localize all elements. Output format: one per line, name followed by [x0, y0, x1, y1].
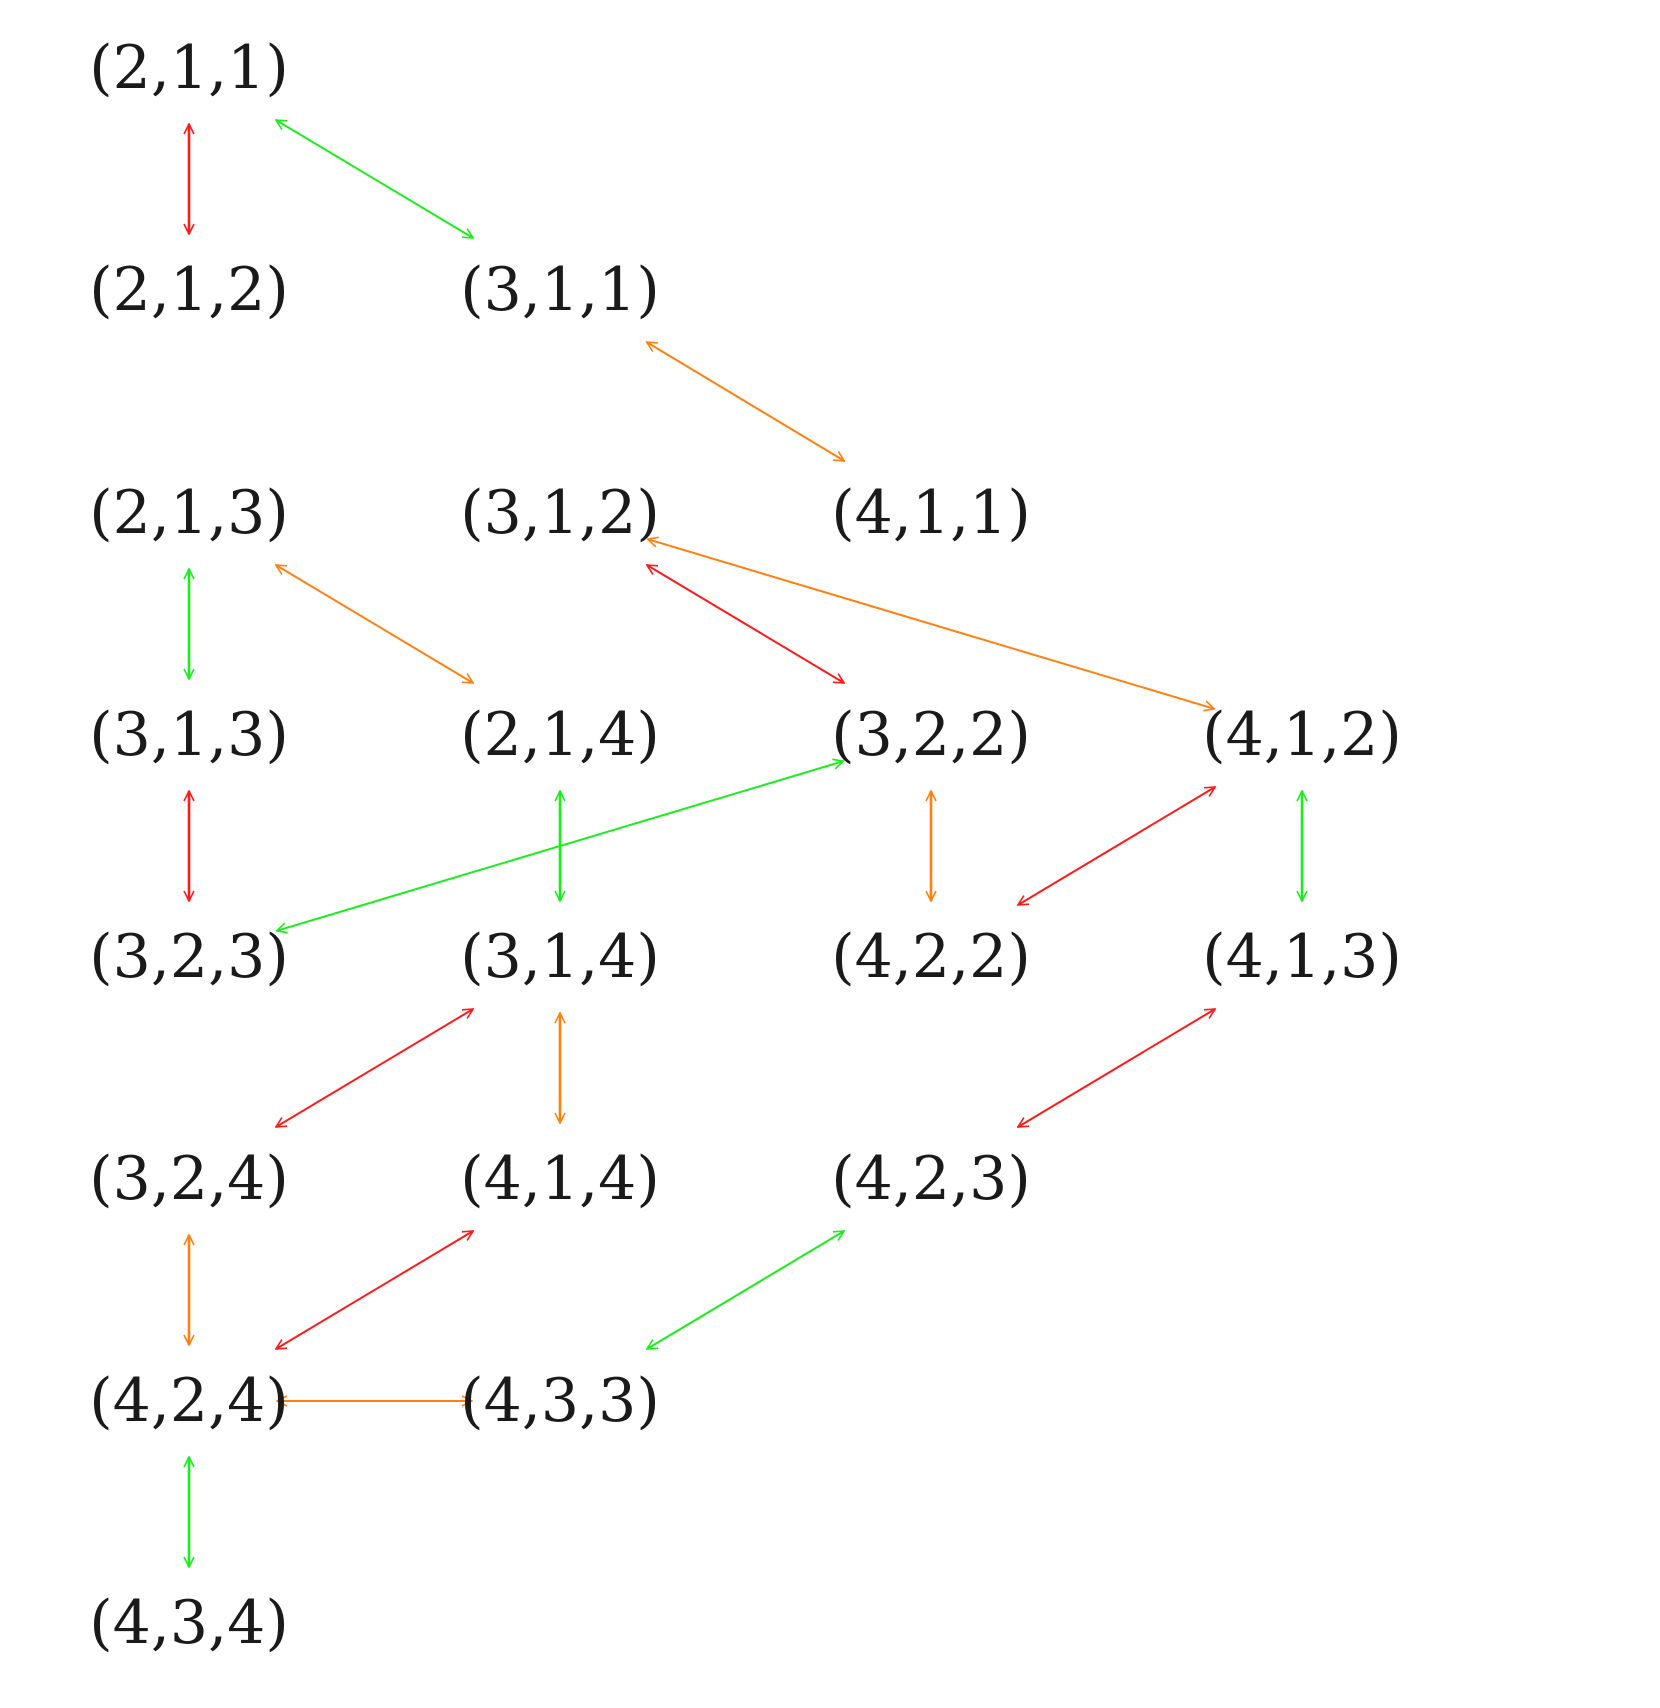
edge-312-322 [647, 565, 844, 683]
node-413: (4,1,3) [1202, 922, 1401, 992]
node-313: (3,1,3) [89, 700, 288, 770]
edge-211-311 [276, 120, 473, 238]
edge-314-324 [276, 1009, 473, 1127]
node-314: (3,1,4) [460, 922, 659, 992]
edge-413-423 [1018, 1009, 1215, 1127]
edge-423-433 [647, 1231, 844, 1349]
edge-414-424 [276, 1231, 473, 1349]
edges-layer [189, 120, 1302, 1567]
node-433: (4,3,3) [460, 1366, 659, 1436]
node-323: (3,2,3) [89, 922, 288, 992]
node-424: (4,2,4) [89, 1366, 288, 1436]
edge-213-214 [276, 565, 473, 683]
node-423: (4,2,3) [831, 1144, 1030, 1214]
node-214: (2,1,4) [460, 700, 659, 770]
node-422: (4,2,2) [831, 922, 1030, 992]
edge-323-322 [277, 761, 844, 931]
node-312: (3,1,2) [460, 478, 659, 548]
node-324: (3,2,4) [89, 1144, 288, 1214]
node-311: (3,1,1) [460, 255, 659, 325]
edge-311-411 [647, 342, 845, 461]
node-434: (4,3,4) [89, 1588, 288, 1658]
nodes-layer: (2,1,1) (2,1,2) (3,1,1) (2,1,3) (3,1,2) (4,1,… [89, 33, 1401, 1658]
edge-412-422 [1018, 787, 1215, 905]
edge-312-412 [648, 539, 1215, 709]
node-211: (2,1,1) [89, 33, 288, 103]
node-212: (2,1,2) [89, 255, 288, 325]
node-322: (3,2,2) [831, 700, 1030, 770]
node-414: (4,1,4) [460, 1144, 659, 1214]
node-412: (4,1,2) [1202, 700, 1401, 770]
node-213: (2,1,3) [89, 478, 288, 548]
node-411: (4,1,1) [831, 478, 1030, 548]
